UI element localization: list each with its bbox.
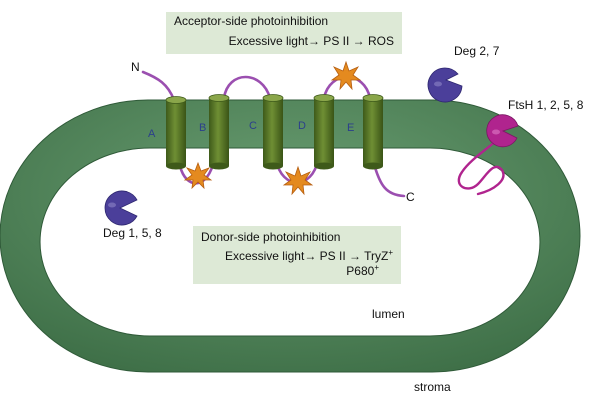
helix-c xyxy=(262,94,284,170)
thylakoid-membrane xyxy=(0,99,581,373)
donor-side-pathway: Excessive light→ PS II → TryZ+ xyxy=(201,249,393,264)
deg-2-7-label: Deg 2, 7 xyxy=(454,44,500,58)
p680-charge: + xyxy=(374,263,379,272)
ftsh-tether xyxy=(457,138,505,196)
p680-text: P680 xyxy=(346,264,375,278)
donor-side-box: Donor-side photoinhibition Excessive lig… xyxy=(193,226,401,284)
p680-label: P680+ xyxy=(201,264,393,279)
c-terminus-label: C xyxy=(406,190,415,204)
helix-b-label: B xyxy=(199,122,207,134)
ros-star-mid xyxy=(282,165,314,196)
deg-1-5-8-label: Deg 1, 5, 8 xyxy=(103,226,162,240)
deg-1-5-8-protease xyxy=(104,190,138,226)
donor-side-pathway-text: Excessive light→ PS II → TryZ xyxy=(224,249,389,263)
deg-2-7-protease xyxy=(427,67,463,103)
acceptor-side-title: Acceptor-side photoinhibition xyxy=(174,14,329,28)
stroma-label: stroma xyxy=(414,380,451,394)
helix-d xyxy=(313,94,335,170)
ftsh-label: FtsH 1, 2, 5, 8 xyxy=(508,98,584,112)
n-terminus-label: N xyxy=(131,60,140,74)
acceptor-side-box: Acceptor-side photoinhibition Excessive … xyxy=(166,12,402,54)
acceptor-side-pathway: Excessive light→ PS II → ROS xyxy=(228,34,394,48)
helix-a-label: A xyxy=(148,128,156,140)
lumen-label: lumen xyxy=(372,307,405,321)
tryz-charge: + xyxy=(388,248,393,257)
ros-star-top xyxy=(330,60,362,91)
helix-c-label: C xyxy=(249,120,257,132)
ros-star-left xyxy=(183,161,213,190)
helix-e xyxy=(362,94,384,170)
helix-b xyxy=(208,94,230,170)
donor-side-title: Donor-side photoinhibition xyxy=(201,230,341,244)
helix-e-label: E xyxy=(347,122,355,134)
helix-a xyxy=(165,96,187,170)
helix-d-label: D xyxy=(298,120,306,132)
ftsh-protease xyxy=(486,114,519,148)
